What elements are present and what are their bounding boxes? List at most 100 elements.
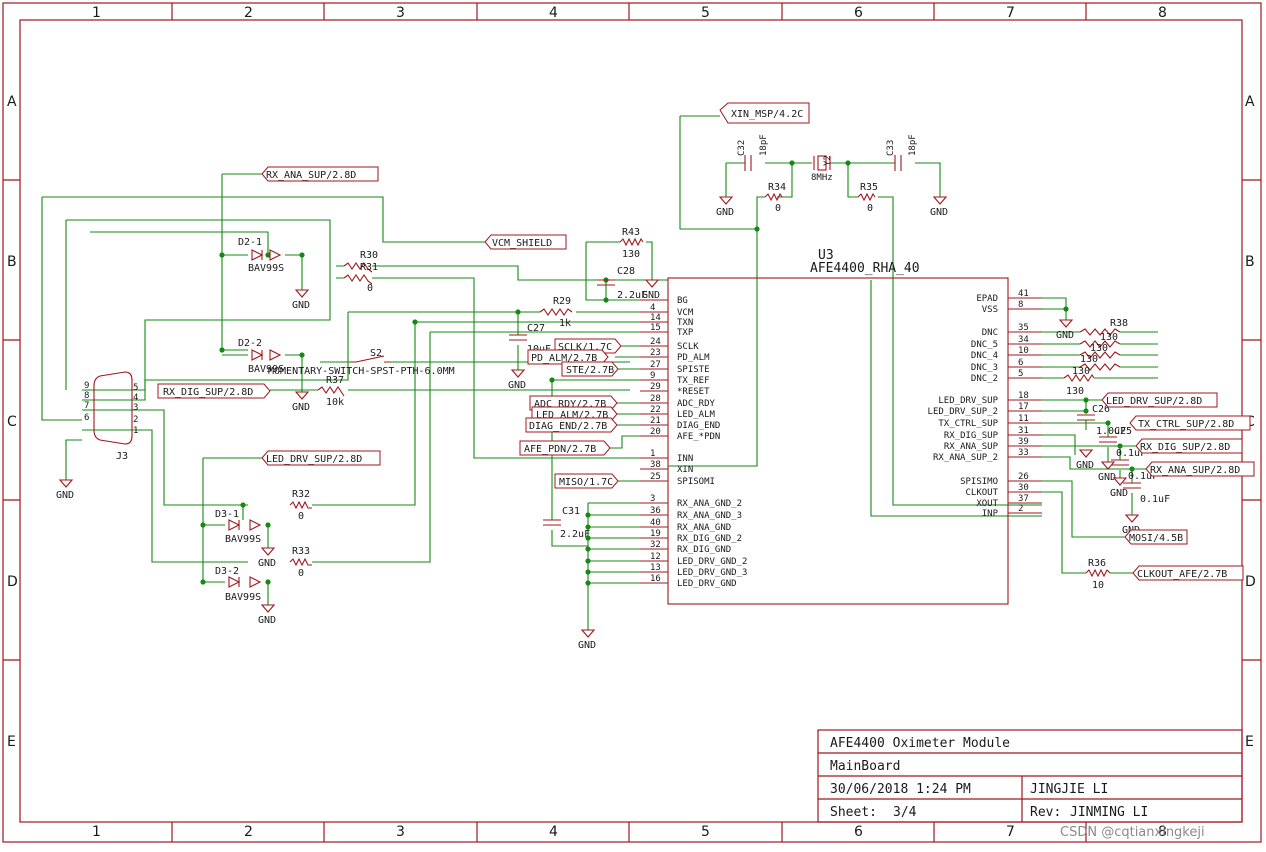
u3-pin-name: RX_ANA_GND [677,523,731,533]
zone-row-d-right: D [1245,574,1256,590]
u3-pin-name: LED_ALM [677,410,716,420]
j3-pin-number: 6 [84,413,89,423]
zone-col-1-top: 1 [92,5,101,21]
u3-pin-name: DNC_4 [971,351,998,361]
d2-2-val: BAV99S [248,364,284,375]
j3-pin-number: 8 [84,391,89,401]
net-clkout-afe: CLKOUT_AFE/2.7B [1137,569,1227,580]
y2-val: 8MHz [811,173,833,183]
u3-pin-num: 18 [1018,391,1029,401]
u3-pin-name: INN [677,454,693,464]
title-block-subtitle: MainBoard [830,759,900,774]
u3-pin-name: DNC_2 [971,374,998,384]
r36-val: 10 [1092,580,1104,591]
zone-col-7-bottom: 7 [1006,824,1015,840]
zone-col-8-bottom: 8 [1158,824,1167,840]
r35-ref: R35 [860,182,878,193]
part-labels: C32 18pF C33 18pF Y2 8MHz R34 0 R35 0 R4… [116,134,1170,603]
j3-body [93,371,133,445]
u3-pin-name: LED_DRV_GND [677,579,737,589]
gnd-label: GND [1076,460,1094,471]
zone-col-6-bottom: 6 [854,824,863,840]
u3-pin-name: SPISOMI [677,477,715,487]
r34-val: 0 [775,203,781,214]
u3-pin-name: TX_CTRL_SUP [938,419,998,429]
u3-pin-num: 10 [1018,346,1029,356]
u3-pin-num: 9 [650,371,655,381]
title-block-sheet: 3/4 [893,805,917,820]
j3-pin-number: 5 [133,383,138,393]
u3-pin-name: CLKOUT [965,488,998,498]
u3-pin-num: 38 [650,460,661,470]
zone-row-b-right: B [1245,254,1255,270]
gnd-label: GND [292,300,310,311]
r33-val: 0 [298,568,304,579]
u3-pin-name: *RESET [677,387,710,397]
y2-ref: Y2 [823,155,833,166]
u3-pin-name: BG [677,296,688,306]
r35-val: 0 [867,203,873,214]
zone-col-8-top: 8 [1158,5,1167,21]
zone-row-a-right: A [1245,94,1255,110]
zone-col-4-top: 4 [549,5,558,21]
zone-row-d-left: D [7,574,18,590]
c26-val: 1.0uF [1096,426,1126,437]
c26-ref: C26 [1092,404,1110,415]
d3-2-ref: D3-2 [215,566,239,577]
c25-ref: C25 [1114,426,1132,437]
d2-1-val: BAV99S [248,263,284,274]
c28-val: 2.2uF [617,290,647,301]
u3-pin-name: VCM [677,308,694,318]
c31-val: 2.2uF [560,529,590,540]
d3-1-ref: D3-1 [215,509,239,520]
net-xin-msp: XIN_MSP/4.2C [731,109,803,120]
d3-1-val: BAV99S [225,534,261,545]
d3-2-val: BAV99S [225,592,261,603]
r34-ref: R34 [768,182,786,193]
zone-col-1-bottom: 1 [92,824,101,840]
zone-row-a-left: A [7,94,17,110]
u3-pin-name: INP [982,509,999,519]
u3-pin-name: XOUT [976,499,998,509]
r32-ref: R32 [292,489,310,500]
j3-pin-number: 7 [84,401,89,411]
net-afe-pdn: AFE_PDN/2.7B [524,444,596,455]
c30-val: 0.1uF [1140,494,1170,505]
u3-pin-num: 13 [650,563,661,573]
zone-col-6-top: 6 [854,5,863,21]
j3-pin-number: 2 [133,415,138,425]
c31-ref: C31 [562,506,580,517]
c29-val: 0.1uF [1128,471,1158,482]
u3-pin-num: 39 [1018,437,1029,447]
zone-col-2-bottom: 2 [244,824,253,840]
u3-pin-num: 1 [650,449,655,459]
net-led-drv-sup-right: LED_DRV_SUP/2.8D [1106,396,1202,407]
u3-pin-num: 24 [650,337,661,347]
title-block-date: 30/06/2018 1:24 PM [830,782,971,797]
u3-pin-num: 20 [650,427,661,437]
zone-row-c-left: C [7,414,17,430]
net-rx-dig-sup-right: RX_DIG_SUP/2.8D [1140,442,1230,453]
u3-pin-name: DNC [982,328,998,338]
d2-2-ref: D2-2 [238,338,262,349]
r32-val: 0 [298,511,304,522]
u3-pin-name: RX_DIG_GND [677,545,731,555]
u3-pin-num: 26 [1018,472,1029,482]
u3-pin-num: 8 [1018,300,1023,310]
title-block-author: JINGJIE LI [1030,782,1108,797]
u3-pin-name: DIAG_END [677,421,720,431]
d2-1-ref: D2-1 [238,237,262,248]
u3-pin-num: 31 [1018,426,1029,436]
u3-pin-num: 2 [1018,504,1023,514]
c25-val: 0.1uF [1116,448,1146,459]
u3-pin-name: SPISTE [677,365,710,375]
gnd-label: GND [1098,472,1116,483]
r29-ref: R29 [553,296,571,307]
u3-pin-name: EPAD [976,294,998,304]
c27-ref: C27 [527,323,545,334]
r43-ref: R43 [622,227,640,238]
j3-pin-number: 4 [133,393,138,403]
